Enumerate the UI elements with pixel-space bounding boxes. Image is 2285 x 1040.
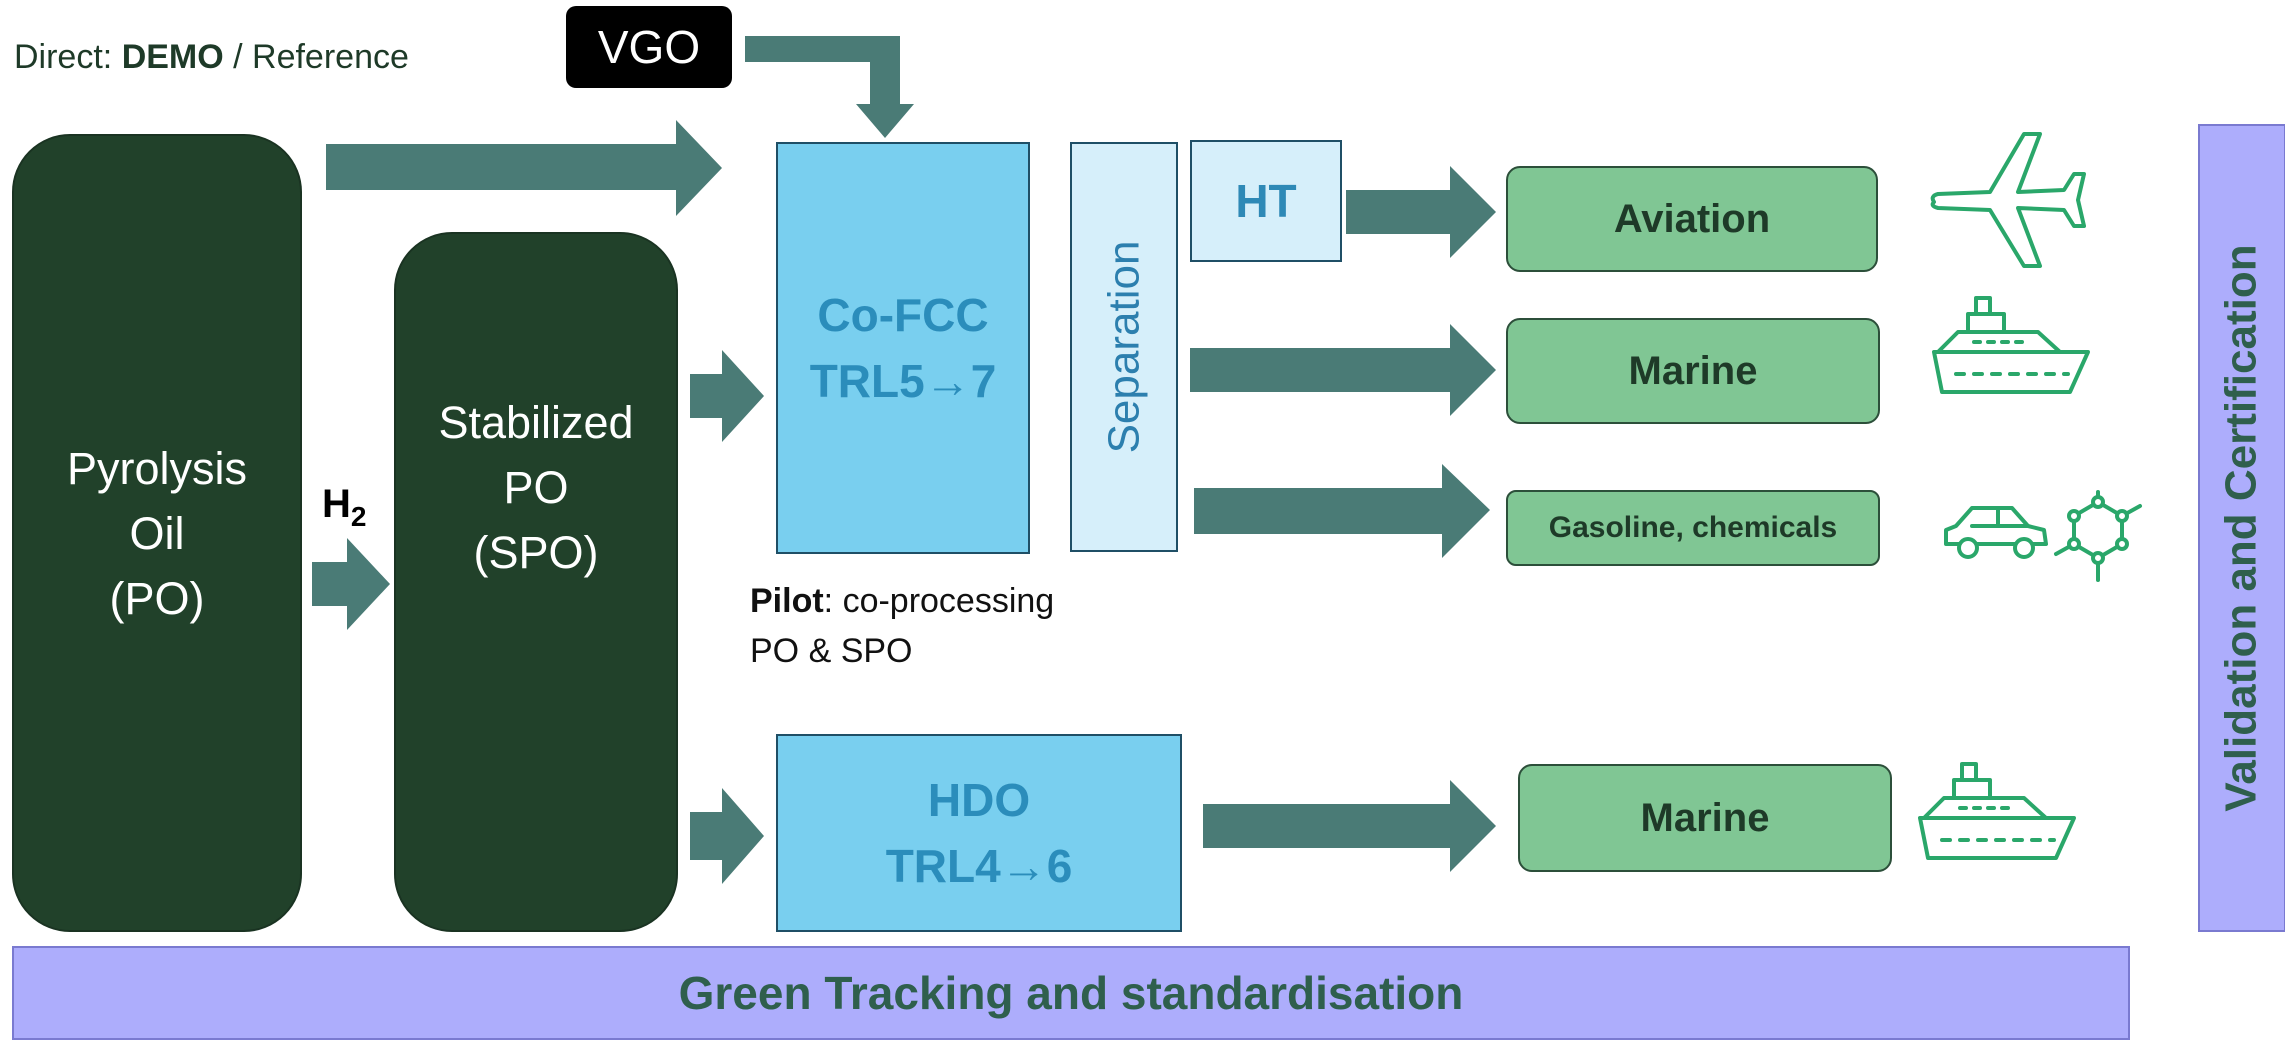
legend-suffix: / Reference xyxy=(223,38,409,76)
stabilized-po-line3: (SPO) xyxy=(473,526,599,578)
product-aviation-label: Aviation xyxy=(1613,196,1771,241)
separation-to-marine-arrow xyxy=(1190,324,1496,416)
product-aviation: Aviation xyxy=(1506,166,1878,272)
separation-to-gasoline-arrow xyxy=(1194,464,1490,558)
spo-to-cofcc-arrow xyxy=(690,350,764,442)
ht-box: HT xyxy=(1190,140,1342,262)
separation-label: Separation xyxy=(1099,240,1149,454)
legend-demo: DEMO xyxy=(121,38,224,76)
hydrogen-label: H2 xyxy=(322,482,366,533)
hydrogen-base: H xyxy=(322,482,351,526)
stabilized-po-line1: Stabilized xyxy=(438,396,634,448)
product-marine-top-label: Marine xyxy=(1628,348,1758,393)
spo-to-hdo-arrow xyxy=(690,788,764,884)
validation-label: Validation and Certification xyxy=(2217,244,2266,812)
ht-to-aviation-arrow xyxy=(1346,166,1496,258)
hdo-to-marine-arrow xyxy=(1203,780,1496,872)
ship-icon xyxy=(1932,296,2090,394)
h2-arrow xyxy=(312,538,390,630)
legend-text: Direct: DEMO / Reference xyxy=(14,38,409,77)
airplane-icon xyxy=(1930,132,2086,268)
product-gasoline-label: Gasoline, chemicals xyxy=(1548,511,1838,544)
direct-arrow xyxy=(326,120,722,216)
product-marine-bottom: Marine xyxy=(1518,764,1892,872)
pyrolysis-oil-line3: (PO) xyxy=(109,572,205,624)
pilot-rest: : co-processing xyxy=(823,582,1055,620)
co-fcc-line1: Co-FCC xyxy=(817,289,989,341)
pilot-note: Pilot: co-processing PO & SPO xyxy=(750,576,1054,676)
product-gasoline: Gasoline, chemicals xyxy=(1506,490,1880,566)
pilot-line2: PO & SPO xyxy=(750,632,913,670)
ht-label: HT xyxy=(1235,175,1297,227)
hdo-line1: HDO xyxy=(927,774,1031,826)
vgo-arrow xyxy=(745,36,914,138)
hdo-box: HDO TRL4→6 xyxy=(776,734,1182,932)
pyrolysis-oil-line2: Oil xyxy=(129,507,185,559)
separation-box: Separation xyxy=(1070,142,1178,552)
hydrogen-subscript: 2 xyxy=(350,501,367,532)
validation-certification-bar: Validation and Certification xyxy=(2198,124,2285,932)
pyrolysis-oil-box: Pyrolysis Oil (PO) xyxy=(12,134,302,932)
legend-prefix: Direct: xyxy=(14,38,122,76)
ship-icon xyxy=(1918,762,2076,860)
co-fcc-line2: TRL5→7 xyxy=(809,355,997,407)
vgo-box: VGO xyxy=(566,6,732,88)
product-marine-bottom-label: Marine xyxy=(1640,795,1770,840)
car-icon xyxy=(1944,506,2048,559)
stabilized-po-line2: PO xyxy=(503,461,569,513)
green-tracking-bar: Green Tracking and standardisation xyxy=(12,946,2130,1040)
vgo-label: VGO xyxy=(597,21,701,73)
pyrolysis-oil-line1: Pyrolysis xyxy=(66,442,248,494)
co-fcc-box: Co-FCC TRL5→7 xyxy=(776,142,1030,554)
product-marine-top: Marine xyxy=(1506,318,1880,424)
molecule-icon xyxy=(2054,490,2142,582)
green-tracking-label: Green Tracking and standardisation xyxy=(678,967,1464,1019)
pilot-bold: Pilot xyxy=(750,582,824,620)
hdo-line2: TRL4→6 xyxy=(885,840,1073,892)
stabilized-po-box: Stabilized PO (SPO) xyxy=(394,232,678,932)
